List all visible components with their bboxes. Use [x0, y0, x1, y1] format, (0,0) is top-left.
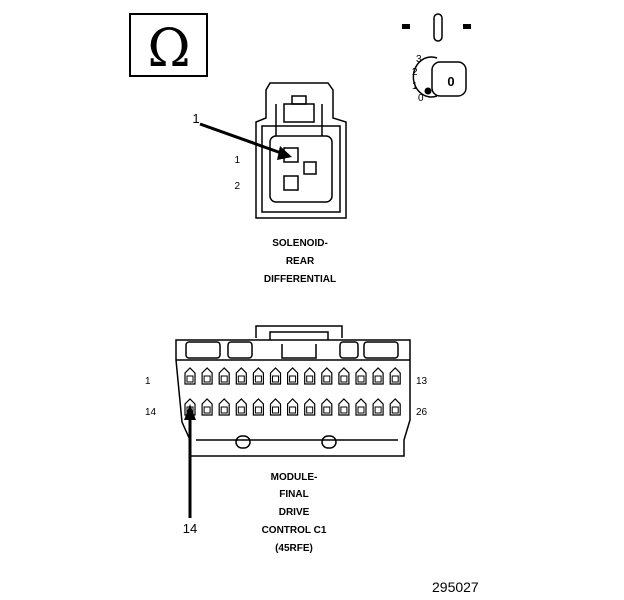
solenoid-pin-2 — [283, 175, 299, 191]
solenoid-caption-line-2: REAR — [286, 256, 315, 267]
module-caption-line-1: MODULE- — [271, 472, 318, 483]
key-position-3: 3 — [416, 54, 422, 65]
module-pin-4 — [235, 367, 247, 385]
module-pin-25 — [372, 398, 384, 416]
key-slot-indicator — [433, 13, 443, 42]
module-pin-9 — [321, 367, 333, 385]
solenoid-caption-line-3: DIFFERENTIAL — [264, 274, 336, 285]
solenoid-pin-2-label: 2 — [234, 181, 240, 192]
solenoid-key-cavity — [303, 161, 317, 175]
ohm-symbol: Ω — [147, 19, 190, 79]
module-pin-20 — [287, 398, 299, 416]
module-pin-12 — [372, 367, 384, 385]
solenoid-connector — [255, 82, 347, 219]
module-pin-7 — [287, 367, 299, 385]
module-row1-right-label: 13 — [416, 376, 428, 387]
module-pin-19 — [269, 398, 282, 416]
module-caption-line-3: DRIVE — [279, 507, 310, 518]
ignition-on-marker — [463, 24, 471, 29]
key-position-dot — [424, 87, 432, 95]
solenoid-caption-line-1: SOLENOID- — [272, 238, 328, 249]
figure-number: 295027 — [432, 579, 479, 595]
key-position-1: 1 — [412, 81, 418, 92]
module-caption-line-2: FINAL — [279, 489, 308, 500]
module-caption-line-5: (45RFE) — [275, 543, 313, 554]
module-pin-23 — [338, 398, 350, 416]
module-pin-18 — [252, 398, 264, 416]
module-pin-6 — [269, 367, 282, 385]
ignition-key-icon: 0 3 2 1 0 — [402, 13, 471, 104]
module-callout-label: 14 — [183, 521, 197, 536]
module-row2-left-label: 14 — [145, 407, 157, 418]
module-pin-11 — [355, 367, 367, 385]
solenoid-callout-arrow — [199, 122, 292, 160]
module-pin-21 — [304, 398, 316, 416]
module-pin-3 — [218, 367, 230, 385]
module-pin-15 — [201, 398, 213, 416]
key-label: 0 — [447, 74, 454, 89]
ohmmeter-icon: Ω — [129, 13, 208, 79]
module-pin-16 — [218, 398, 230, 416]
module-callout-arrow — [184, 404, 196, 518]
key-position-2: 2 — [412, 67, 418, 78]
module-pin-22 — [321, 398, 333, 416]
solenoid-callout-label: 1 — [192, 111, 199, 126]
module-pin-2 — [201, 367, 213, 385]
module-caption-line-4: CONTROL C1 — [262, 525, 327, 536]
ignition-off-marker — [402, 24, 410, 29]
module-pin-grid — [184, 367, 401, 416]
module-pin-10 — [338, 367, 350, 385]
module-pin-17 — [235, 398, 247, 416]
module-row2-right-label: 26 — [416, 407, 428, 418]
module-pin-13 — [389, 367, 401, 385]
key-head — [431, 61, 467, 97]
module-pin-24 — [355, 398, 367, 416]
module-pin-5 — [252, 367, 264, 385]
module-row1-left-label: 1 — [145, 376, 151, 387]
module-connector-c1 — [175, 325, 411, 457]
key-position-0: 0 — [418, 93, 424, 104]
key-cylinder — [412, 56, 438, 98]
module-pin-8 — [304, 367, 316, 385]
solenoid-pin-1-label: 1 — [234, 155, 240, 166]
module-pin-1 — [184, 367, 196, 385]
module-pin-26 — [389, 398, 401, 416]
